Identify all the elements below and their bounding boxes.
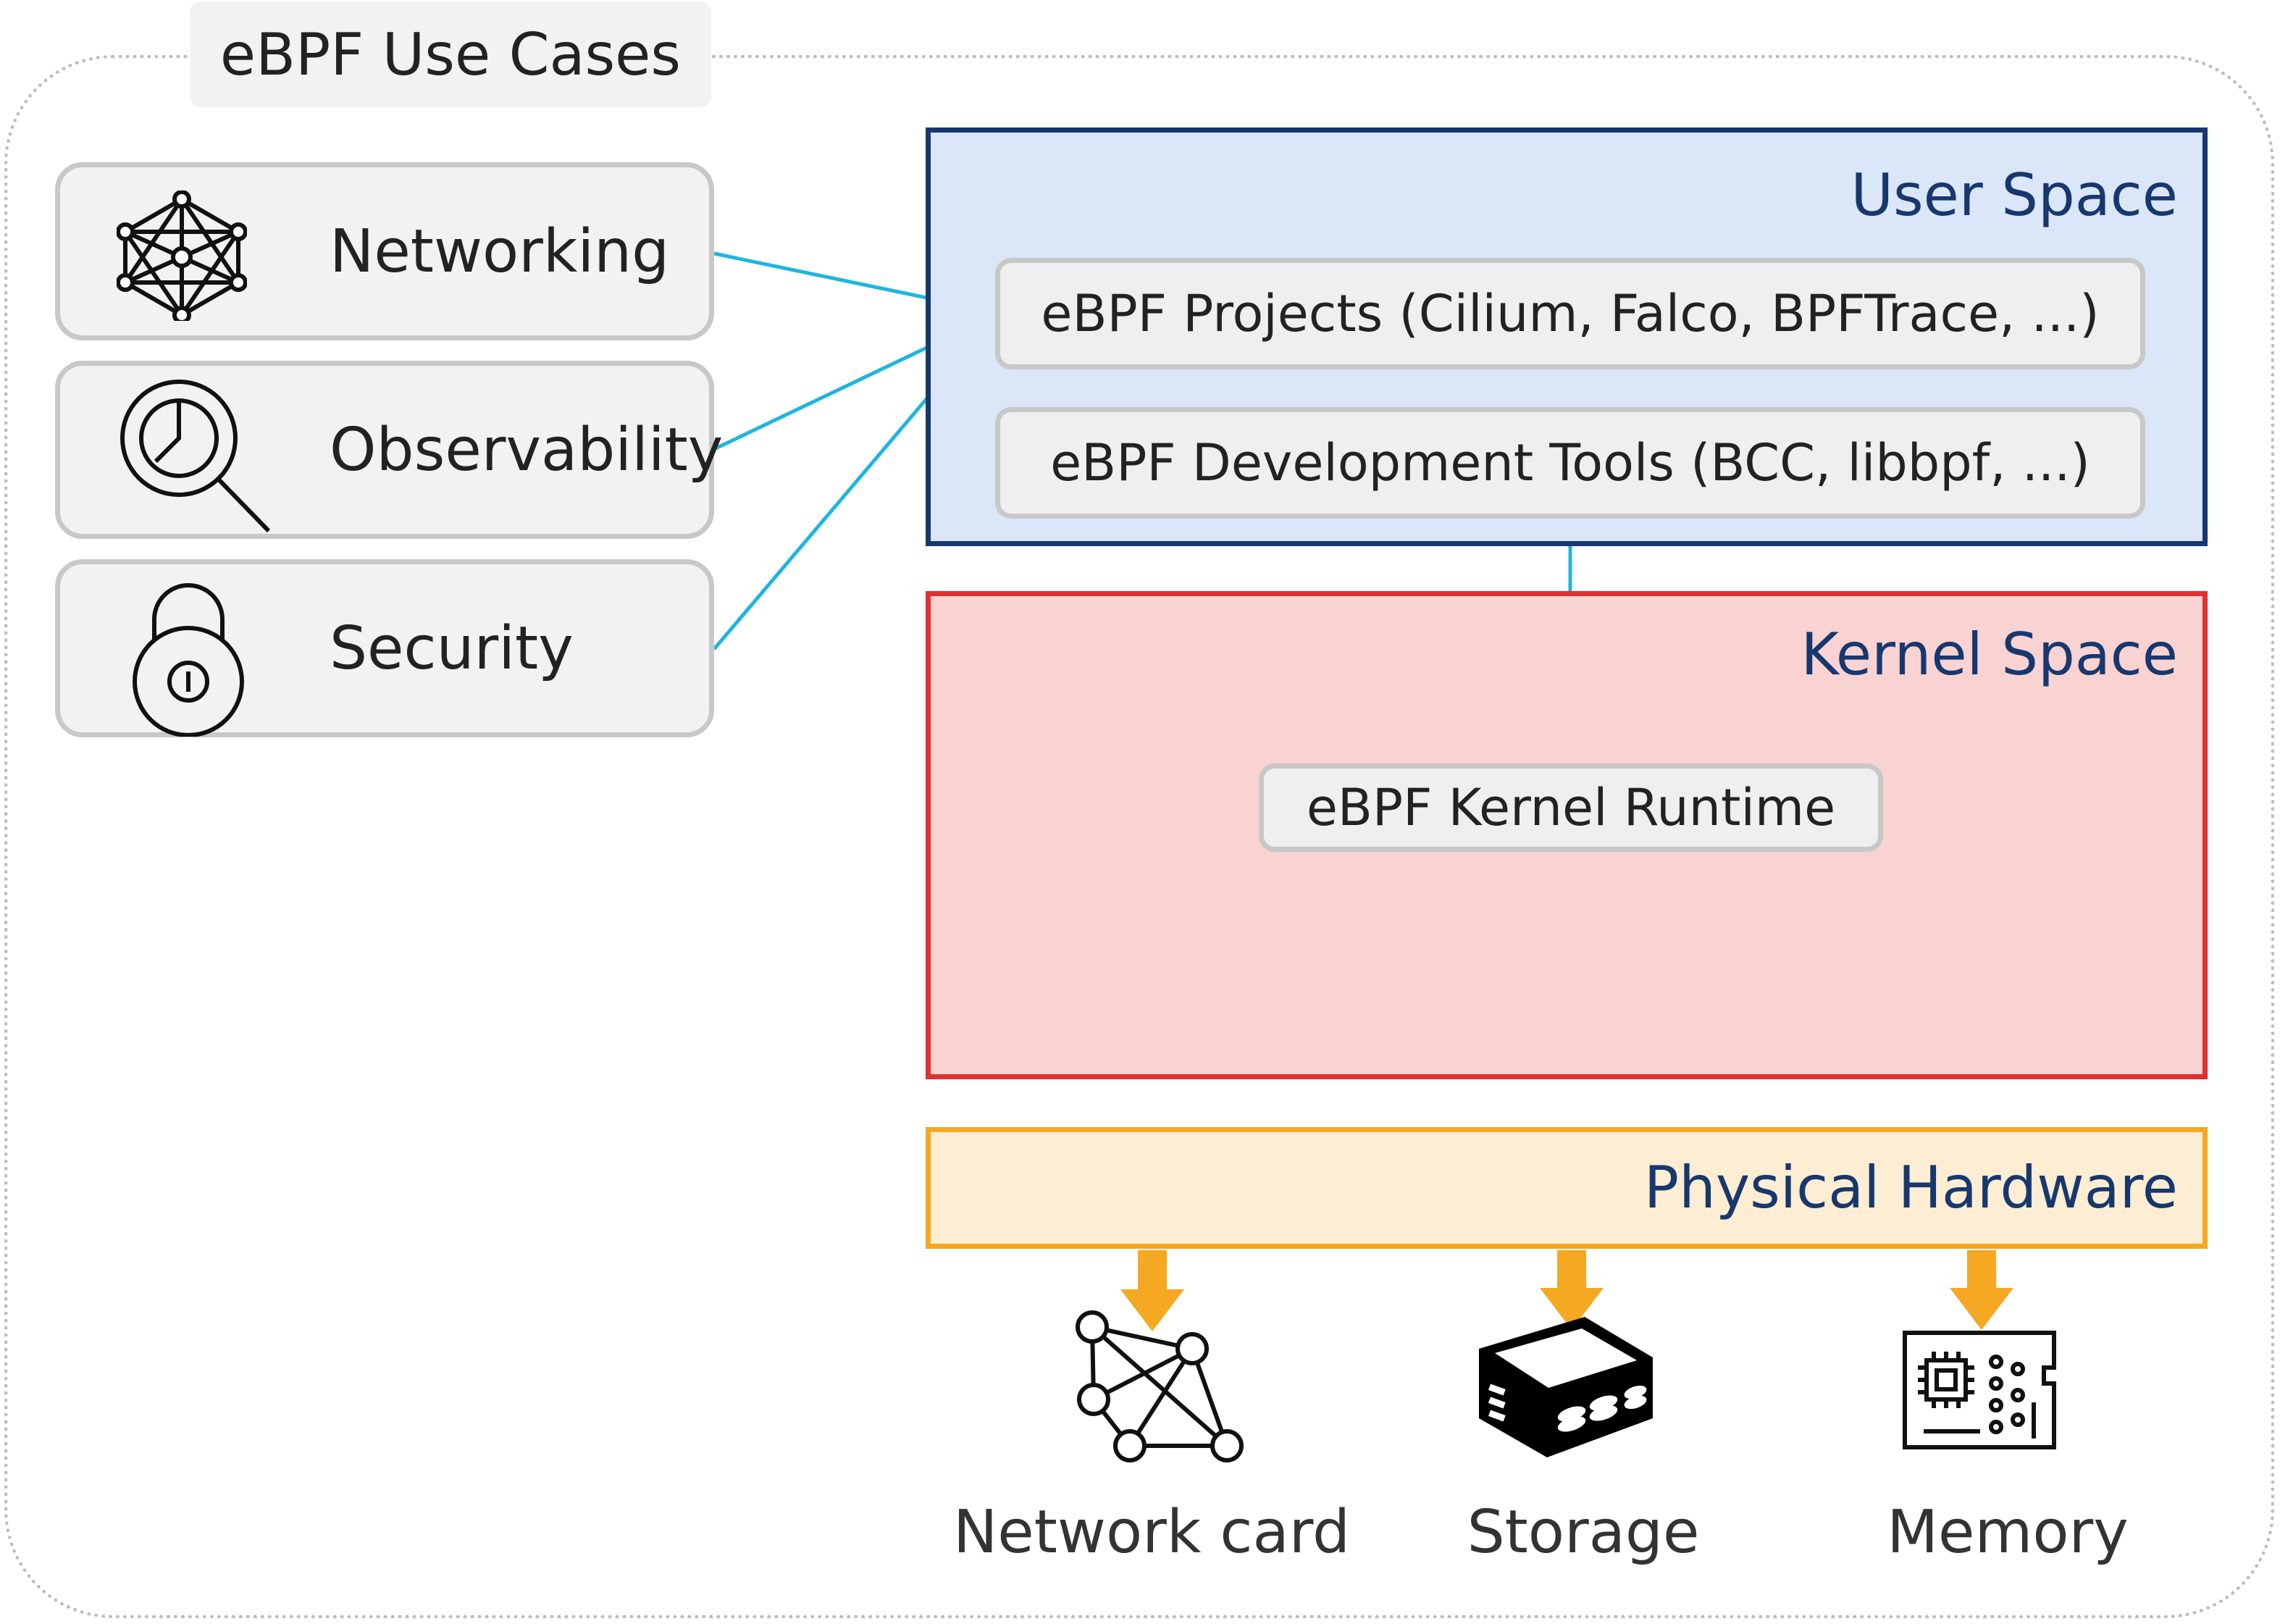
magnifier-chart-icon bbox=[120, 380, 271, 533]
kernel-space-title: Kernel Space bbox=[1801, 621, 2178, 688]
frame-title: eBPF Use Cases bbox=[190, 1, 711, 107]
use-case-label: Networking bbox=[330, 217, 670, 286]
use-cases-frame bbox=[4, 55, 2274, 1618]
arrow-network-card bbox=[1120, 1250, 1184, 1331]
memory-icon bbox=[1903, 1331, 2056, 1449]
ebpf-dev-tools-box[interactable]: eBPF Development Tools (BCC, libbpf, ...… bbox=[995, 407, 2145, 519]
use-case-security[interactable]: Security bbox=[55, 559, 714, 737]
user-space-title: User Space bbox=[1851, 162, 2178, 229]
use-case-label: Observability bbox=[330, 415, 724, 485]
network-card-icon bbox=[1076, 1310, 1244, 1462]
storage-icon bbox=[1479, 1317, 1653, 1457]
ebpf-kernel-runtime-box[interactable]: eBPF Kernel Runtime bbox=[1259, 763, 1883, 852]
hardware-label-storage: Storage bbox=[1467, 1498, 1700, 1567]
ebpf-projects-box[interactable]: eBPF Projects (Cilium, Falco, BPFTrace, … bbox=[995, 258, 2145, 369]
use-case-networking[interactable]: Networking bbox=[55, 162, 714, 340]
physical-hardware-layer: Physical Hardware bbox=[926, 1127, 2208, 1249]
arrow-storage bbox=[1540, 1250, 1604, 1330]
use-case-label: Security bbox=[330, 614, 574, 683]
use-case-observability[interactable]: Observability bbox=[55, 361, 723, 539]
padlock-icon bbox=[133, 583, 244, 737]
hardware-label-network-card: Network card bbox=[952, 1498, 1351, 1567]
network-mesh-icon bbox=[117, 191, 247, 321]
physical-hardware-title: Physical Hardware bbox=[1643, 1154, 2178, 1221]
arrow-memory bbox=[1950, 1250, 2013, 1330]
hardware-label-memory: Memory bbox=[1887, 1498, 2129, 1567]
